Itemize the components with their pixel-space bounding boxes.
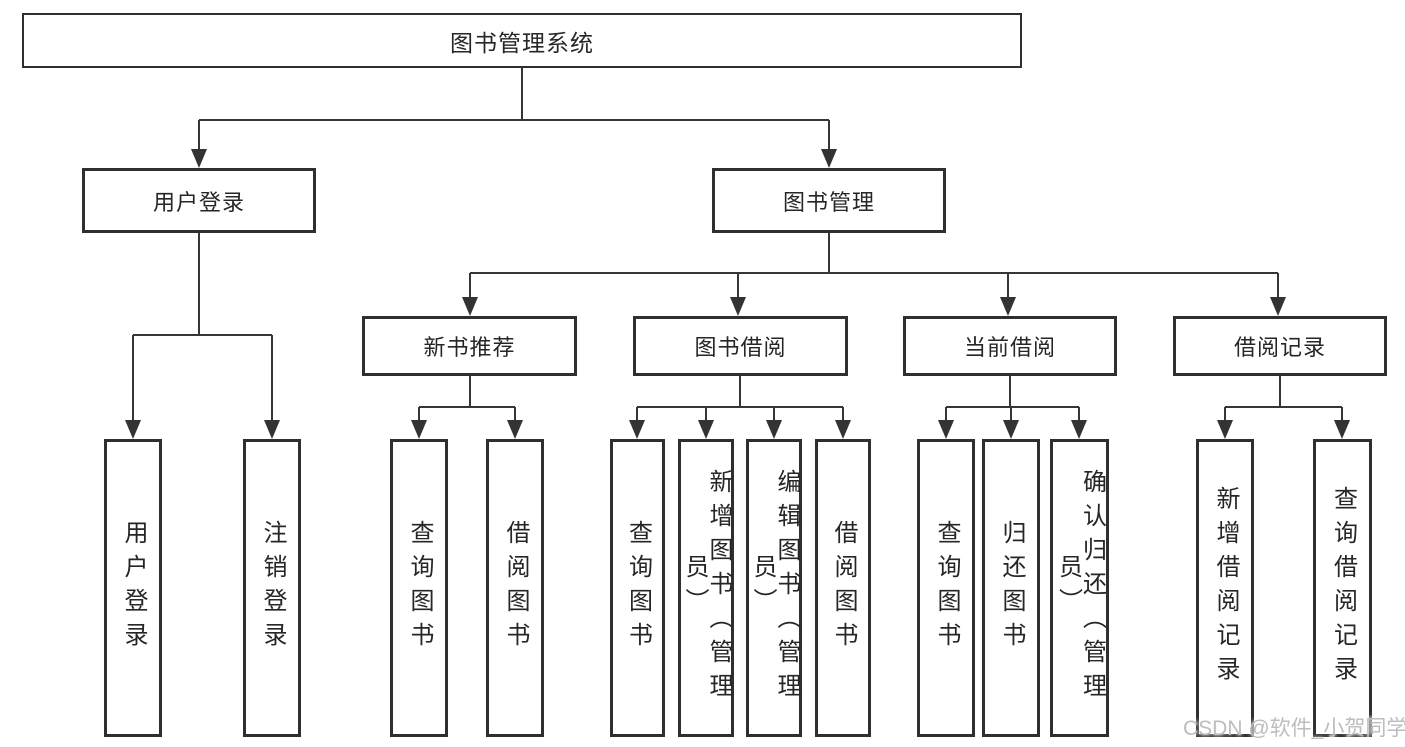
node-query-borrow-record: 查询借阅记录 xyxy=(1313,439,1372,737)
watermark: CSDN @软件_小贺同学 xyxy=(1183,717,1405,740)
arrowhead xyxy=(730,297,746,316)
node-library-management-system: 图书管理系统 xyxy=(22,13,1022,68)
node-add-borrow-record: 新增借阅记录 xyxy=(1196,439,1254,737)
node-query-books-3: 查询图书 xyxy=(917,439,975,737)
tree-edges xyxy=(132,68,1343,434)
node-book-management: 图书管理 xyxy=(712,168,946,233)
node-book-borrowing: 图书借阅 xyxy=(633,316,848,376)
arrowhead xyxy=(1217,420,1233,439)
arrowhead xyxy=(462,297,478,316)
arrowhead xyxy=(507,420,523,439)
arrowhead xyxy=(821,149,837,168)
node-borrow-books-2: 借阅图书 xyxy=(815,439,871,737)
node-user-login: 用户登录 xyxy=(104,439,162,737)
node-user-login-group: 用户登录 xyxy=(82,168,316,233)
node-edit-book-admin: 编辑图书（管理员） xyxy=(746,439,802,737)
arrowhead xyxy=(1071,420,1087,439)
node-current-borrowing: 当前借阅 xyxy=(903,316,1117,376)
node-borrowing-records: 借阅记录 xyxy=(1173,316,1387,376)
node-borrow-books-1: 借阅图书 xyxy=(486,439,544,737)
arrowhead xyxy=(411,420,427,439)
arrowhead xyxy=(835,420,851,439)
node-query-books-2: 查询图书 xyxy=(610,439,665,737)
node-return-books: 归还图书 xyxy=(982,439,1040,737)
arrowhead xyxy=(629,420,645,439)
arrowhead xyxy=(766,420,782,439)
arrowhead xyxy=(191,149,207,168)
node-new-book-recommend: 新书推荐 xyxy=(362,316,577,376)
arrowhead xyxy=(1334,420,1350,439)
node-confirm-return-admin: 确认归还（管理员） xyxy=(1050,439,1109,737)
arrowhead xyxy=(1003,420,1019,439)
arrowhead xyxy=(1270,297,1286,316)
arrowhead xyxy=(264,420,280,439)
node-logout: 注销登录 xyxy=(243,439,301,737)
arrowhead xyxy=(125,420,141,439)
arrowhead xyxy=(938,420,954,439)
arrowhead xyxy=(698,420,714,439)
arrowhead xyxy=(1000,297,1016,316)
node-add-book-admin: 新增图书（管理员） xyxy=(678,439,734,737)
arrowheads xyxy=(125,149,1350,439)
node-query-books-1: 查询图书 xyxy=(390,439,448,737)
